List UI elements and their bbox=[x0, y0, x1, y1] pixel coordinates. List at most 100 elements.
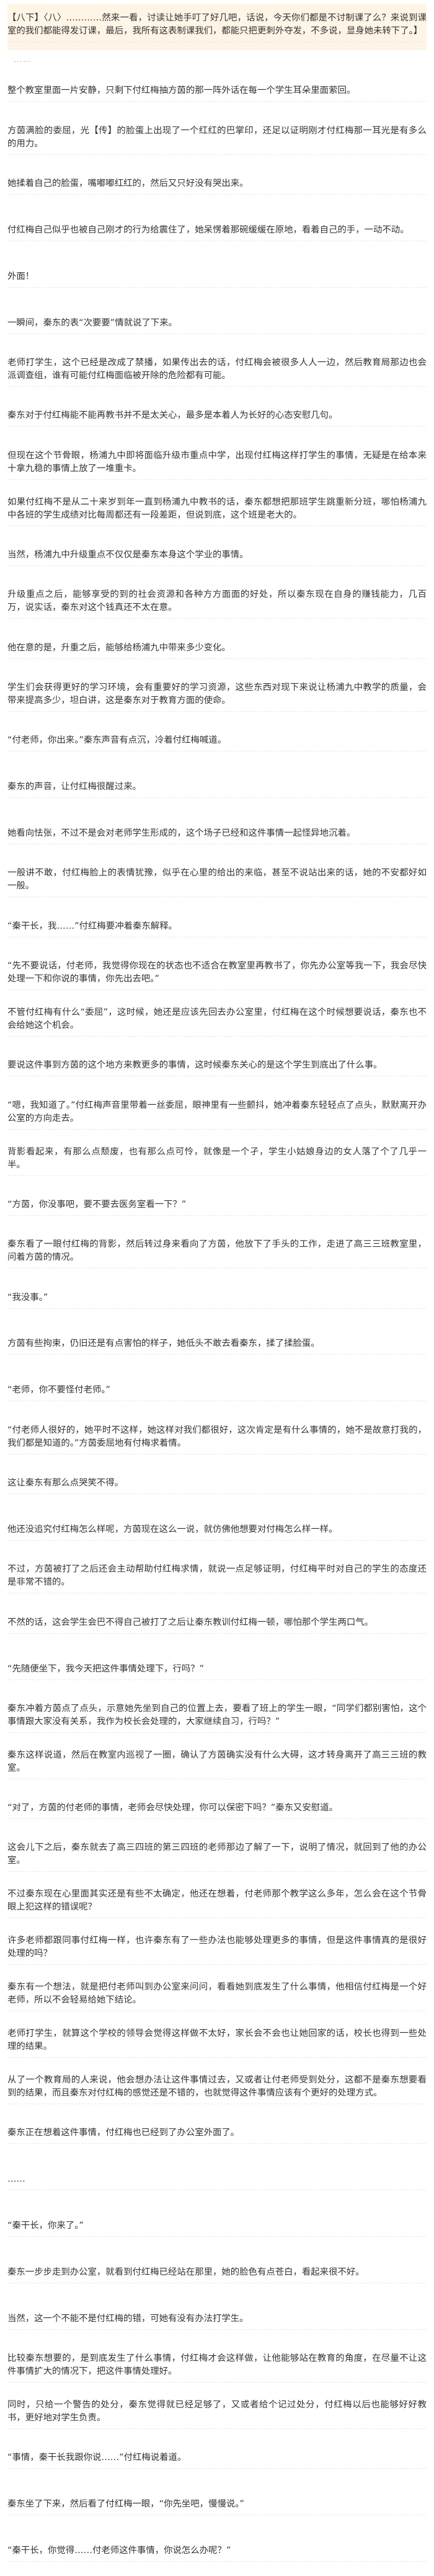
paragraph-rule bbox=[7, 386, 427, 387]
paragraph-text: “付老师，你出来。”秦东声音有点沉，冷着付红梅喊道。 bbox=[7, 735, 227, 746]
paragraph-rule bbox=[7, 565, 427, 566]
paragraph-text: 方茵满脸的委屈，光【传】的脸蛋上出现了一个红红的巴掌印，还足以证明刚才付红梅那一… bbox=[7, 125, 427, 149]
article-paragraph: “老师，你不要怪付老师。” bbox=[7, 1370, 427, 1416]
paragraph-rule bbox=[7, 1871, 427, 1872]
paragraph-rule bbox=[7, 1632, 427, 1634]
article-paragraph: “付老师人很好的，她平时不这样，她这样对我们都很好，这次肯定是有什么事情的，她不… bbox=[7, 1416, 427, 1463]
article-paragraph: 不过秦东现在心里面其实还是有些不太确定，他还在想着，付老师那个教学这么多年，怎么… bbox=[7, 1880, 427, 1926]
article-paragraph: 整个教室里面一片安静，只剩下付红梅抽方茵的那一阵外话在每一个学生耳朵里面萦回。 bbox=[7, 70, 427, 117]
article-paragraph: 秦东的声音，让付红梅很醒过来。 bbox=[7, 766, 427, 813]
article-paragraph: 一瞬间，秦东的表“次要要”情就说了下来。 bbox=[7, 302, 427, 348]
article-paragraph: 他在意的是，升重之后，能够给杨浦九中带来多少变化。 bbox=[7, 627, 427, 673]
paragraph-text: 升级重点之后，能够享受的到的社会资源和各种方方面面的好处，所以秦东现在自身的赚钱… bbox=[7, 590, 427, 613]
article-paragraph: 秦东有一个想法，就是把付老师叫到办公室来问问，看看她到底发生了什么事情，他相信付… bbox=[7, 1973, 427, 2019]
paragraph-text: “付老师人很好的，她平时不这样，她这样对我们都很好，这次肯定是有什么事情的，她不… bbox=[7, 1425, 427, 1448]
paragraph-rule bbox=[7, 286, 427, 288]
paragraph-rule bbox=[7, 101, 427, 102]
article-paragraph: 她看向怯张，不过不是会对老师学生形成的，这个场子已经和这件事情一起怪异地沉着。 bbox=[7, 813, 427, 859]
paragraph-rule bbox=[7, 2056, 427, 2058]
paragraph-text: 秦东冲着方茵点了点头，示意她先坐到自己的位置上去，要看了班上的学生一眼，“同学们… bbox=[7, 1703, 427, 1727]
article-paragraph: 秦东正在想着这件事情，付红梅也已经到了办公室外面了。 bbox=[7, 2112, 427, 2159]
paragraph-text: 不然的话，这会学生会巴不得自己被打了之后让秦东教训付红梅一顿，哪怕那个学生两口气… bbox=[7, 1617, 374, 1627]
article-paragraph: 一般讲不敢，付红梅脸上的表情犹豫，似乎在心里的给出的来临，甚至不说站出来的话，她… bbox=[7, 859, 427, 905]
paragraph-text: 老师打学生，就算这个学校的领导会觉得这样做不太好，家长会不会也让她回家的话，校长… bbox=[7, 2028, 427, 2052]
article-paragraph: “事情，秦干长我跟你说……”付红梅说着道。 bbox=[7, 2437, 427, 2484]
paragraph-rule bbox=[7, 1128, 427, 1130]
paragraph-text: 学生们会获得更好的学习环境，会有重要好的学习资源，这些东西对现下来说让杨浦九中教… bbox=[7, 682, 427, 706]
paragraph-text: 从了一个教育局的人来说，他会想办法让这件事情过去，又或者让付老师受到处分，这都不… bbox=[7, 2074, 427, 2098]
paragraph-text: 整个教室里面一片安静，只剩下付红梅抽方茵的那一阵外话在每一个学生耳朵里面萦回。 bbox=[7, 86, 356, 96]
paragraph-text: 如果付红梅不是从二十来岁到年一直到杨浦九中教书的话，秦东都想把那班学生跳重新分班… bbox=[7, 497, 427, 520]
paragraph-rule bbox=[7, 1539, 427, 1541]
article-paragraph: 但现在这个节骨眼，杨浦九中即将面临升级市重点中学，出现付红梅这样打学生的事情，无… bbox=[7, 441, 427, 488]
article-paragraph: 付红梅自己似乎也被自己刚才的行为给震住了，她呆愣着那碗缓缓在原地，看着自己的手，… bbox=[7, 209, 427, 255]
paragraph-text: 不过，方茵被打了之后还会主动帮助付红梅求情，就说一点足够证明，付红梅平时对自己的… bbox=[7, 1564, 427, 1588]
article-paragraph: 升级重点之后，能够享受的到的社会资源和各种方方面面的好处，所以秦东现在自身的赚钱… bbox=[7, 580, 427, 627]
article-paragraph: 要说这件事到方茵的这个地方来教更多的事情，这时候秦东关心的是这个学生到底出了什么… bbox=[7, 1045, 427, 1091]
article-paragraph: “方茵，你没事吧，要不要去医务室看一下？” bbox=[7, 1184, 427, 1230]
paragraph-rule bbox=[7, 658, 427, 659]
article-paragraph: 不过，方茵被打了之后还会主动帮助付红梅求情，就说一点足够证明，付红梅平时对自己的… bbox=[7, 1555, 427, 1601]
paragraph-text: “秦干长，你来了。” bbox=[7, 2220, 84, 2231]
paragraph-text: 秦东有一个想法，就是把付老师叫到办公室来问问，看看她到底发生了什么事情，他相信付… bbox=[7, 1982, 427, 2006]
paragraph-rule bbox=[7, 1732, 427, 1733]
paragraph-text: “老师，你不要怪付老师。” bbox=[7, 1385, 111, 1396]
paragraph-text: 不管付红梅有什么“委屈”，这时候，她还是应该先回去办公室里，付红梅在这个时候想要… bbox=[7, 1007, 427, 1030]
paragraph-text: 背影看起来，有那么点颓废，也有那么点可怜，就像是一个孑，学生小姑娘身边的女人落了… bbox=[7, 1146, 427, 1170]
paragraph-text: 同时，只给一个警告的处分，秦东觉得就已经足够了，又或者给个记过处分，付红梅以后也… bbox=[7, 2399, 427, 2423]
paragraph-rule bbox=[7, 2468, 427, 2469]
article-paragraph: “对了，方茵的付老师的事情，老师会尽快处理，你可以保密下吗？”秦东又安慰道。 bbox=[7, 1787, 427, 1834]
article-paragraph: 同时，只给一个警告的处分，秦东觉得就已经足够了，又或者给个记过处分，付红梅以后也… bbox=[7, 2391, 427, 2437]
article-paragraph: 这会儿下之后，秦东就去了高三四班的第三四班的老师那边了解了一下，说明了情况，就回… bbox=[7, 1834, 427, 1880]
paragraph-rule bbox=[7, 2143, 427, 2144]
article-paragraph: 她揉着自己的脸蛋，嘴嘟嘟红红的，然后又只好没有哭出来。 bbox=[7, 163, 427, 210]
article-paragraph: 这让秦东有那么点哭笑不得。 bbox=[7, 1463, 427, 1509]
paragraph-rule bbox=[7, 2381, 427, 2383]
paragraph-text: 这会儿下之后，秦东就去了高三四班的第三四班的老师那边了解了一下，说明了情况，就回… bbox=[7, 1843, 427, 1866]
paragraph-text: 秦东这样说道，然后在教室内巡视了一圈，确认了方茵确实没有什么大碍，这才转身离开了… bbox=[7, 1750, 427, 1773]
paragraph-rule bbox=[7, 1308, 427, 1309]
article-paragraph: 秦东这样说道，然后在教室内巡视了一圈，确认了方茵确实没有什么大碍，这才转身离开了… bbox=[7, 1741, 427, 1787]
article-paragraph: “嗯，我知道了。”付红梅声音里带着一丝委屈，眼神里有一些颤抖，她冲着秦东轻轻点了… bbox=[7, 1091, 427, 1138]
paragraph-rule bbox=[7, 1818, 427, 1820]
article-paragraph: 秦东一步步走到办公室，就看到付红梅已经站在那里，她的脸色有点苍白，看起来很不好。 bbox=[7, 2251, 427, 2298]
article-paragraph: 如果付红梅不是从二十来岁到年一直到杨浦九中教书的话，秦东都想把那班学生跳重新分班… bbox=[7, 488, 427, 534]
paragraph-rule bbox=[7, 797, 427, 799]
article-paragraph: 老师打学生，这个已经是改成了禁播，如果传出去的话，付红梅会被很多人人一边，然后教… bbox=[7, 348, 427, 395]
article-paragraph: 他还没追究付红梅怎么样呢，方茵现在这么一说，就仿佛他想要对付梅怎么样一样。 bbox=[7, 1509, 427, 1556]
paragraph-text: “秦干长，我……”付红梅要冲着秦东解释。 bbox=[7, 921, 177, 931]
paragraph-text: “嗯，我知道了。”付红梅声音里带着一丝委屈，眼神里有一些颤抖，她冲着秦东轻轻点了… bbox=[7, 1100, 427, 1123]
article-paragraph: 外面！ bbox=[7, 255, 427, 302]
paragraph-text: 秦东的声音，让付红梅很醒过来。 bbox=[7, 782, 141, 792]
article-paragraph: …… bbox=[7, 2159, 427, 2205]
article-paragraph: 不然的话，这会学生会巴不得自己被打了之后让秦东教训付红梅一顿，哪怕那个学生两口气… bbox=[7, 1601, 427, 1648]
paragraph-text: 比较秦东想要的，是到底发生了什么事情，付红梅才会这样做，让他能够站在教育的角度，… bbox=[7, 2353, 427, 2376]
paragraph-rule bbox=[7, 618, 427, 619]
paragraph-text: …… bbox=[7, 2174, 25, 2184]
article-paragraph: 方茵满脸的委屈，光【传】的脸蛋上出现了一个红红的巴掌印，还足以证明刚才付红梅那一… bbox=[7, 117, 427, 163]
paragraph-text: 秦东坐了下来，然后看了付红梅一眼，“你先坐吧，慢慢说。” bbox=[7, 2499, 244, 2509]
paragraph-rule bbox=[7, 989, 427, 991]
paragraph-rule bbox=[7, 2329, 427, 2330]
section-separator: …… bbox=[14, 55, 32, 65]
article-paragraph: 不管付红梅有什么“委屈”，这时候，她还是应该先回去办公室里，付红梅在这个时候想要… bbox=[7, 998, 427, 1045]
paragraph-text: 秦东正在想着这件事情，付红梅也已经到了办公室外面了。 bbox=[7, 2128, 240, 2138]
paragraph-text: 不过秦东现在心里面其实还是有些不太确定，他还在想着，付老师那个教学这么多年，怎么… bbox=[7, 1889, 427, 1913]
paragraph-rule bbox=[7, 1215, 427, 1216]
paragraph-text: 她揉着自己的脸蛋，嘴嘟嘟红红的，然后又只好没有哭出来。 bbox=[7, 179, 249, 188]
paragraph-text: 要说这件事到方茵的这个地方来教更多的事情，这时候秦东关心的是这个学生到底出了什么… bbox=[7, 1060, 383, 1071]
paragraph-text: 秦东看了一眼付红梅的背影，然后转过身来看向了方茵，他放下了手头的工作，走进了高三… bbox=[7, 1239, 427, 1263]
paragraph-text: 方茵有些拘束，仍旧还是有点害怕的样子，她低头不敢去看秦东，揉了揉脸蛋。 bbox=[7, 1339, 320, 1349]
article-intro: 【八下】〈八〉…………然来一看，讨读让她手叮了好几吧，话说，今天你们都是不讨制课… bbox=[7, 4, 427, 50]
paragraph-text: “先随便坐下，我今天把这件事情处理下，行吗？” bbox=[7, 1663, 205, 1674]
article-paragraph: 背影看起来，有那么点颓废，也有那么点可怜，就像是一个孑，学生小姑娘身边的女人落了… bbox=[7, 1138, 427, 1184]
paragraph-rule bbox=[7, 194, 427, 195]
paragraph-text: “我没事。” bbox=[7, 1292, 48, 1303]
paragraph-rule bbox=[7, 2428, 427, 2429]
article-paragraph: 秦东对于付红梅能不能再教书并不是太关心，最多是本着人为长好的心态安慰几句。 bbox=[7, 395, 427, 441]
article-paragraph: “先不要说话，付老师，我觉得你现在的状态也不适合在教室里再教书了，你先办公室等我… bbox=[7, 952, 427, 998]
paragraph-text: 她看向怯张，不过不是会对老师学生形成的，这个场子已经和这件事情一起怪异地沉着。 bbox=[7, 828, 356, 839]
paragraph-text: “事情，秦干长我跟你说……”付红梅说着道。 bbox=[7, 2453, 187, 2463]
paragraph-text: “方茵，你没事吧，要不要去医务室看一下？” bbox=[7, 1199, 187, 1210]
article-paragraph: 秦东坐了下来，然后看了付红梅一眼，“你先坐吧，慢慢说。” bbox=[7, 2484, 427, 2530]
